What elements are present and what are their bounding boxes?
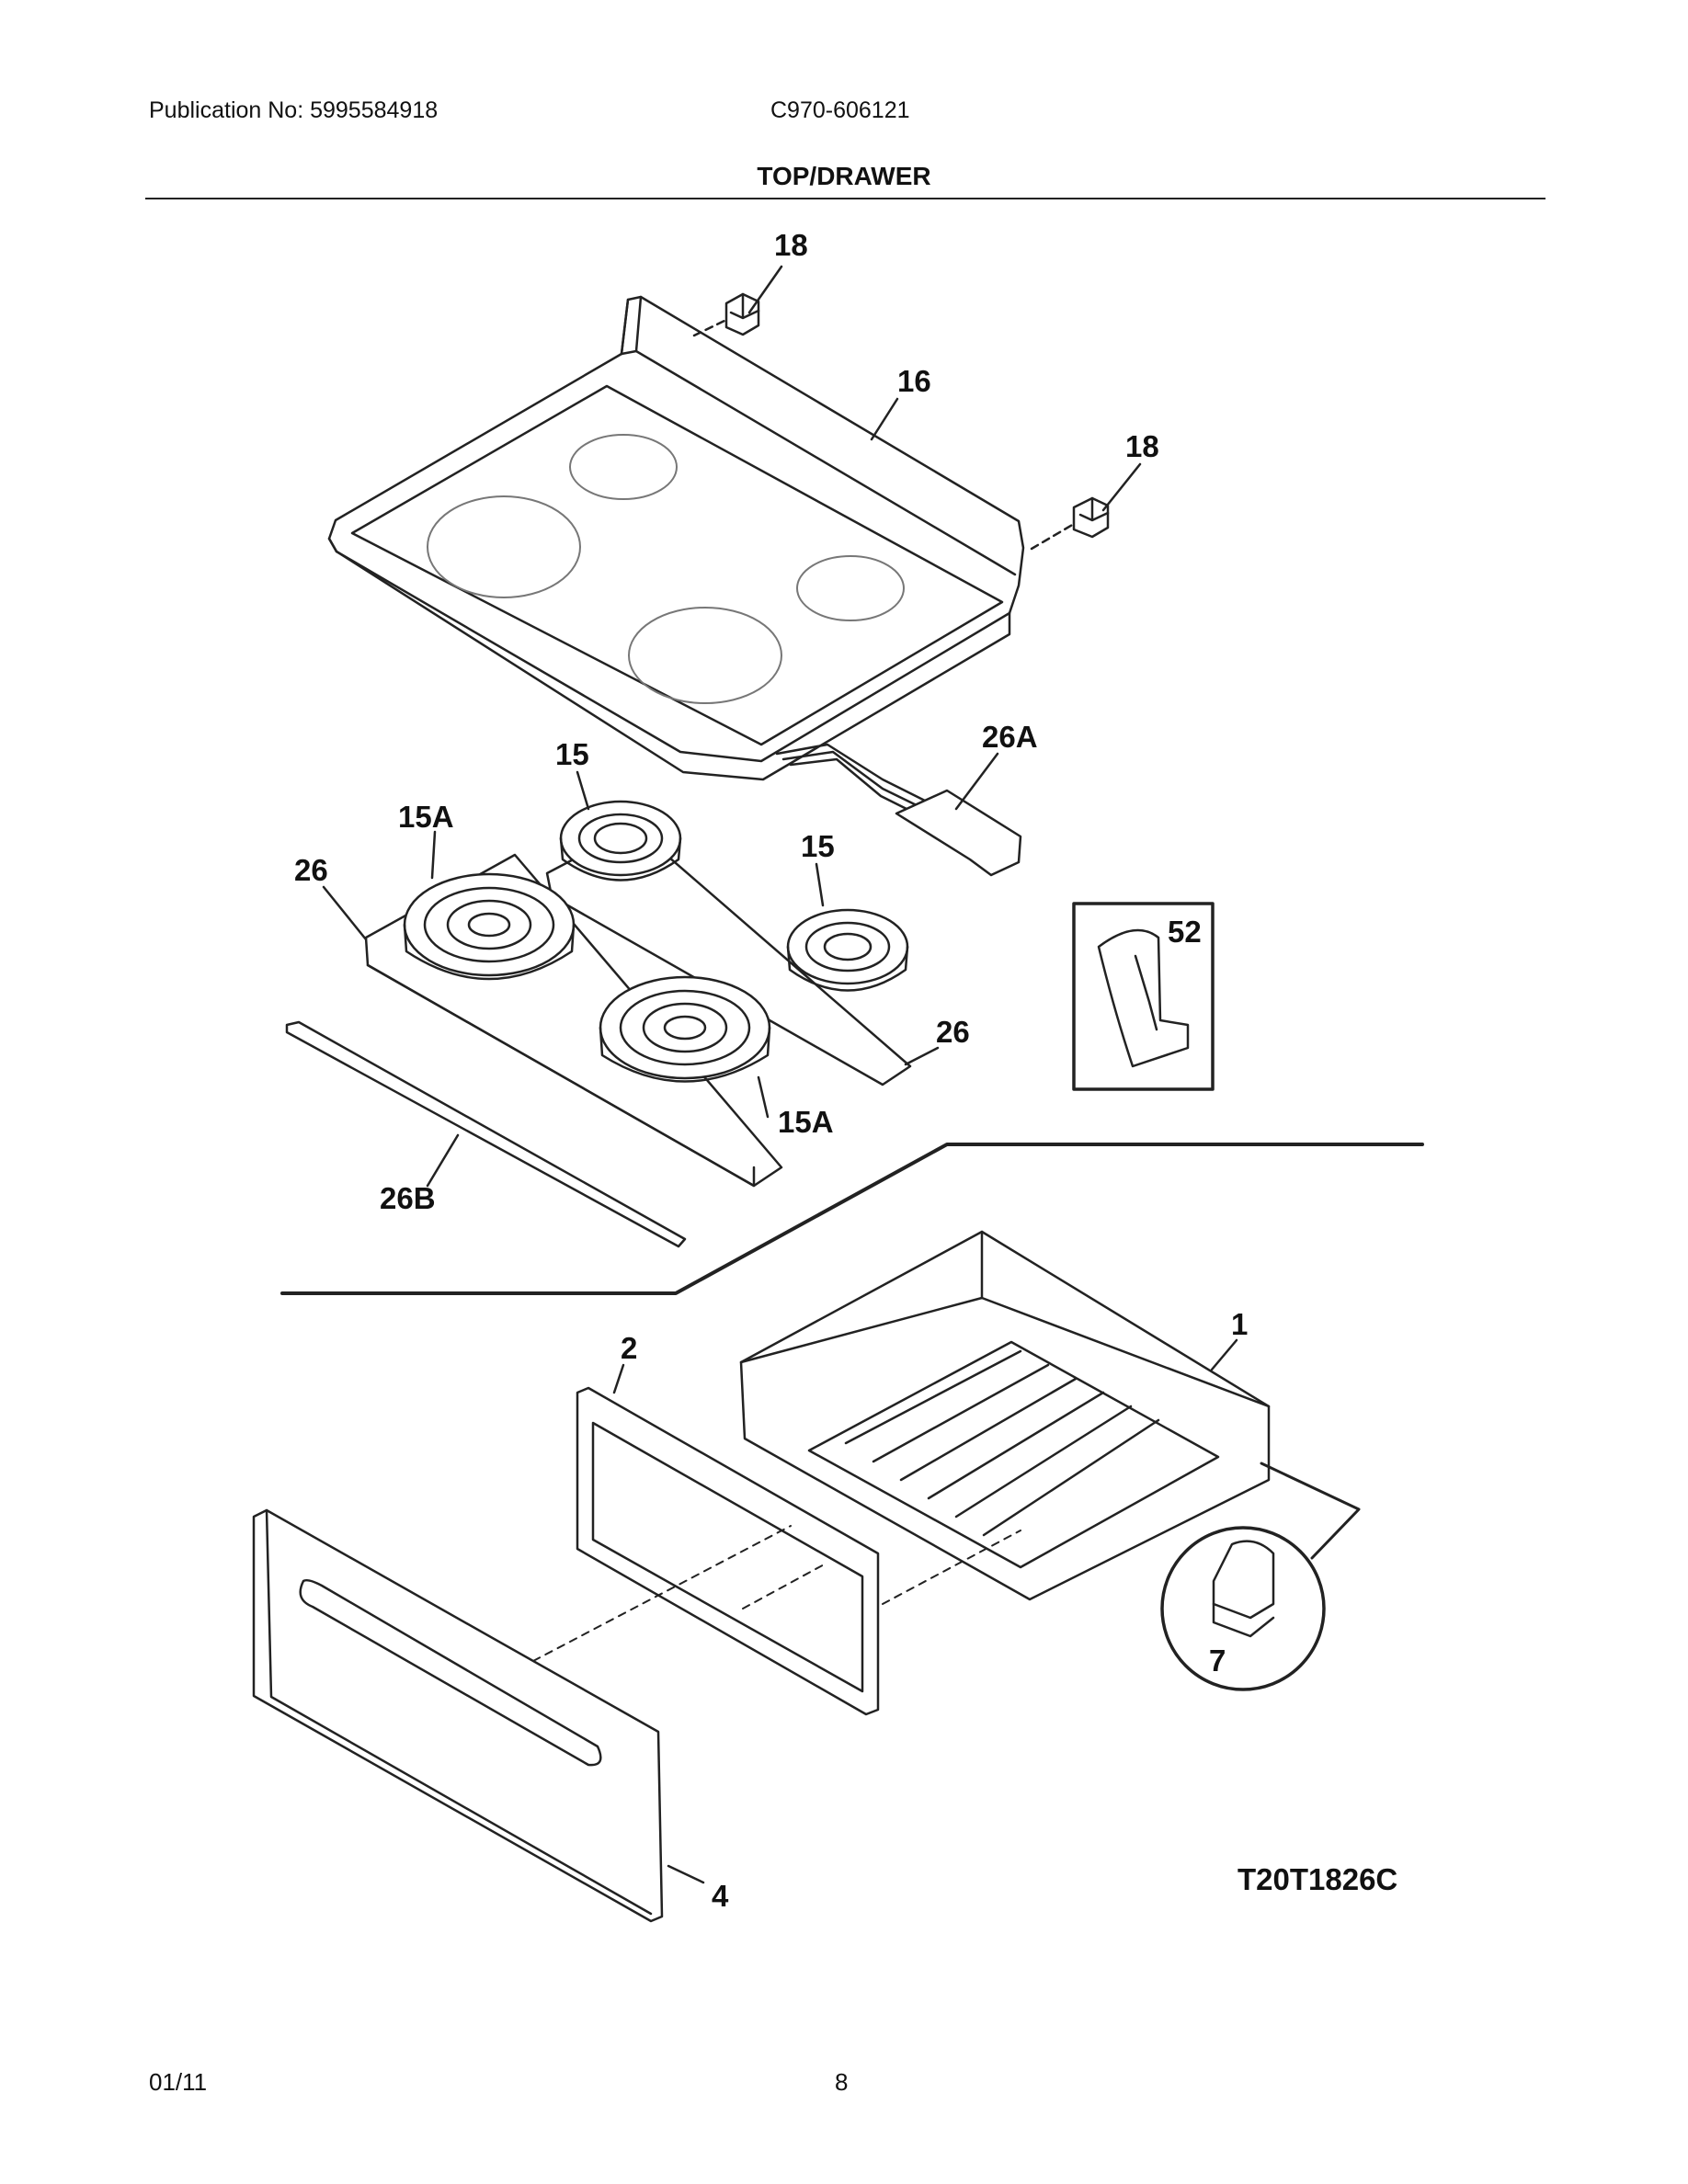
- assembly-dashed-lines: [532, 1525, 1021, 1662]
- drawer-liner-part-2: [576, 1386, 880, 1716]
- bracket-part-18-right: [1030, 496, 1110, 551]
- diagram-code: T20T1826C: [1237, 1862, 1398, 1896]
- callout-26-left: 26: [294, 853, 328, 887]
- drawer-front-part-4: [252, 1508, 664, 1923]
- cooktop-part-16: [327, 295, 1025, 781]
- leader-lines: [322, 265, 1238, 1884]
- publication-number: Publication No: 5995584918: [149, 97, 439, 123]
- callout-52: 52: [1168, 915, 1202, 949]
- callout-26a: 26A: [982, 720, 1038, 754]
- section-title: TOP/DRAWER: [757, 162, 931, 190]
- section-divider-line: [280, 1143, 1424, 1295]
- inset-part-52: [1072, 902, 1215, 1091]
- drawer-part-1: [739, 1230, 1271, 1601]
- element-part-15a-left: [403, 872, 576, 981]
- callout-15-right: 15: [801, 829, 835, 863]
- callout-16: 16: [897, 364, 931, 398]
- callout-1: 1: [1231, 1307, 1248, 1341]
- element-part-15a-bottom: [599, 975, 771, 1083]
- element-part-15-right: [786, 908, 909, 992]
- callout-4: 4: [712, 1879, 729, 1913]
- callout-15a-left: 15A: [398, 800, 454, 834]
- callout-7: 7: [1209, 1644, 1226, 1678]
- callout-26b: 26B: [380, 1181, 436, 1215]
- trim-part-26b: [285, 1020, 687, 1248]
- callout-2: 2: [621, 1331, 637, 1365]
- header-divider: [145, 198, 1545, 199]
- callout-18-top: 18: [774, 228, 808, 262]
- detail-circle-part-7: [1160, 1462, 1361, 1691]
- harness-part-26a: [775, 743, 1022, 877]
- page-number: 8: [835, 2068, 849, 2096]
- model-number: C970-606121: [770, 97, 910, 123]
- callout-15-top: 15: [555, 737, 589, 771]
- element-part-15-top: [559, 800, 682, 882]
- callout-26-right: 26: [936, 1015, 970, 1049]
- footer-date: 01/11: [149, 2068, 208, 2096]
- callout-15a-bottom: 15A: [778, 1105, 834, 1139]
- bracket-part-18-left: [692, 292, 760, 337]
- callout-18-right: 18: [1125, 429, 1159, 463]
